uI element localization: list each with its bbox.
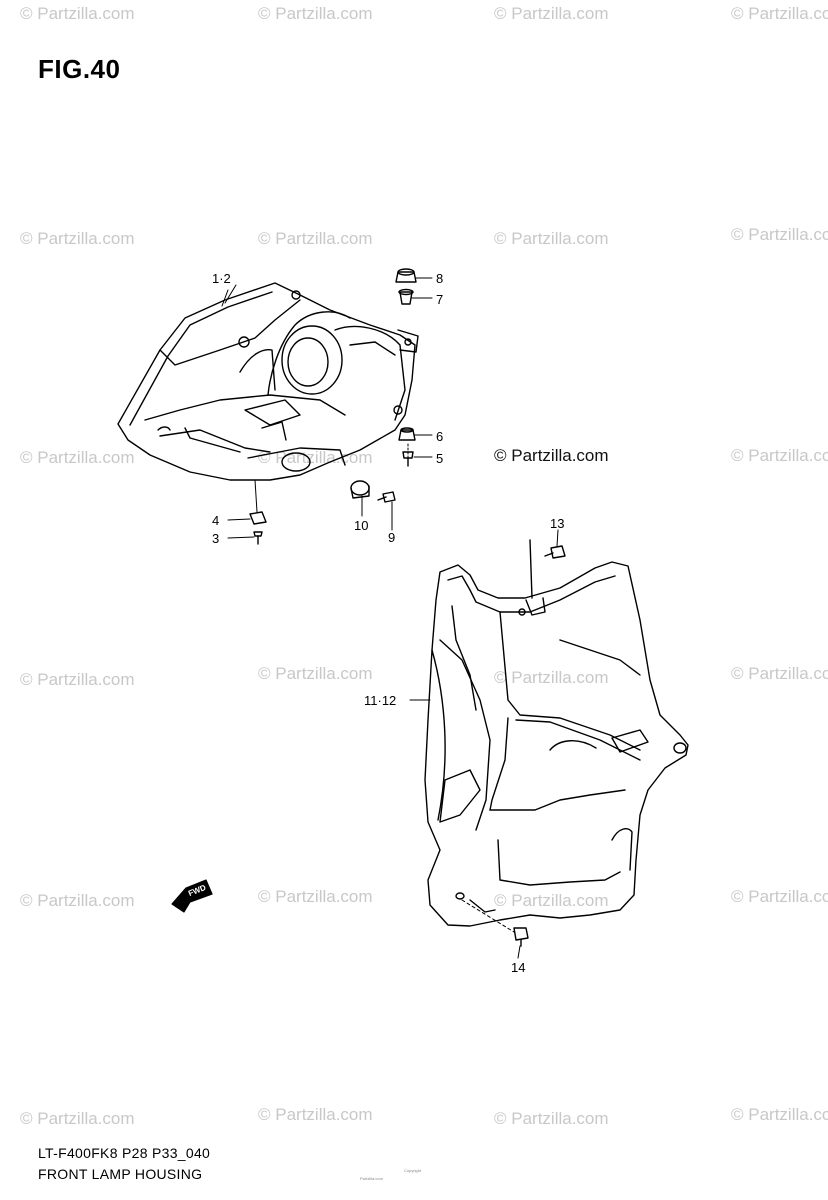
watermark: © Partzilla.com (731, 446, 828, 465)
copyright-line-2: Partzilla.com (360, 1176, 383, 1181)
watermark: © Partzilla.com (494, 4, 609, 23)
watermark: © Partzilla.com (258, 4, 373, 23)
partzilla-brand-mark: © Partzilla.com (494, 446, 609, 465)
watermark: © Partzilla.com (494, 668, 609, 687)
leader-lines-lower (409, 529, 559, 959)
watermark: © Partzilla.com (494, 891, 609, 910)
watermark: © Partzilla.com (494, 229, 609, 248)
watermark: © Partzilla.com (731, 1105, 828, 1124)
screw-part (253, 531, 263, 545)
collar-part (398, 288, 414, 305)
cushion-part (350, 480, 370, 499)
watermark: © Partzilla.com (731, 664, 828, 683)
callout-9: 9 (388, 530, 396, 545)
callout-5: 5 (436, 451, 444, 466)
callout-3: 3 (212, 531, 220, 546)
watermark: © Partzilla.com (20, 4, 135, 23)
watermark: © Partzilla.com (20, 229, 135, 248)
bolt-part-9 (377, 491, 396, 503)
watermark: © Partzilla.com (731, 225, 828, 244)
watermark: © Partzilla.com (20, 1109, 135, 1128)
inner-panel-part (424, 539, 689, 927)
callout-14: 14 (511, 960, 526, 975)
callout-1-2: 1·2 (212, 271, 231, 286)
watermark: © Partzilla.com (258, 1105, 373, 1124)
fwd-arrow-icon (171, 879, 213, 913)
watermark: © Partzilla.com (20, 891, 135, 910)
grommet-part (395, 268, 417, 283)
watermark: © Partzilla.com (20, 448, 135, 467)
watermark: © Partzilla.com (258, 887, 373, 906)
watermark: © Partzilla.com (731, 887, 828, 906)
screw-part-14 (513, 927, 529, 947)
watermark: © Partzilla.com (258, 229, 373, 248)
figure-title: FIG.40 (38, 54, 121, 84)
callout-13: 13 (550, 516, 565, 531)
callout-7: 7 (436, 292, 444, 307)
section-title: FRONT LAMP HOUSING (38, 1166, 203, 1182)
callout-10: 10 (354, 518, 369, 533)
screw-part-13 (544, 545, 566, 559)
leader-lines-upper (224, 277, 433, 539)
watermark: © Partzilla.com (494, 1109, 609, 1128)
callout-8: 8 (436, 271, 444, 286)
callout-6: 6 (436, 429, 444, 444)
callout-4: 4 (212, 513, 220, 528)
watermark: © Partzilla.com (258, 664, 373, 683)
model-code: LT-F400FK8 P28 P33_040 (38, 1145, 211, 1161)
callout-11-12: 11·12 (364, 693, 397, 708)
copyright-line-1: Copyright (404, 1168, 422, 1173)
watermark: © Partzilla.com (731, 4, 828, 23)
clip-nut-part (249, 511, 267, 525)
front-lamp-housing-part (117, 282, 419, 481)
watermark: © Partzilla.com (20, 670, 135, 689)
nut-part (398, 427, 416, 441)
